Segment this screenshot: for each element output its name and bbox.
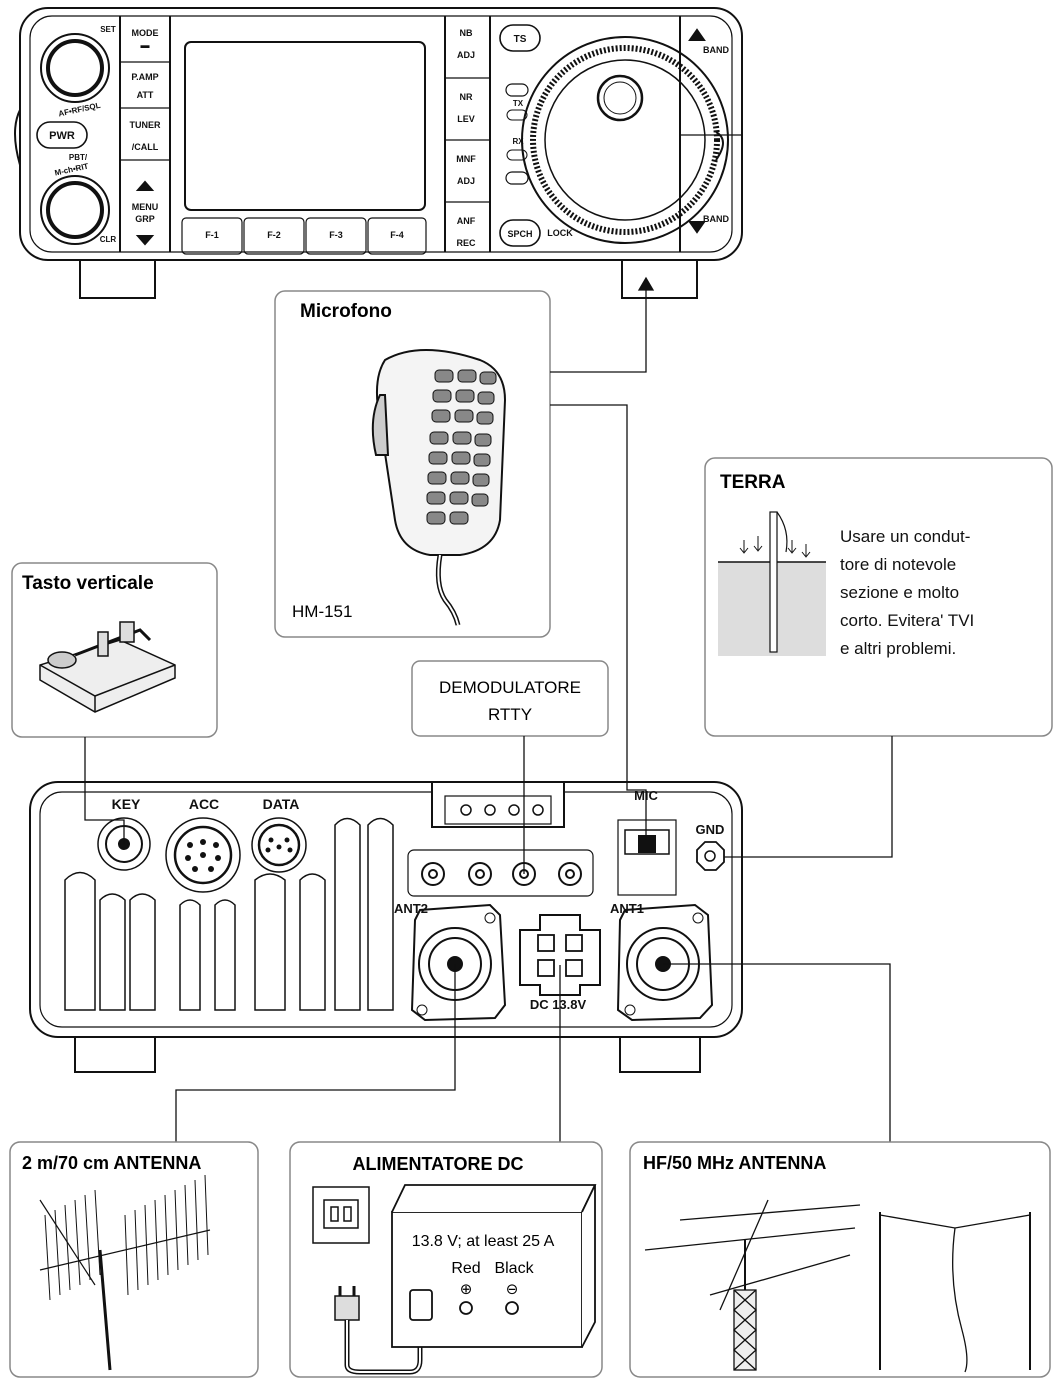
data-jack-label: DATA bbox=[263, 796, 300, 812]
power-supply-rating: 13.8 V; at least 25 A bbox=[412, 1233, 555, 1250]
acc-jack-label: ACC bbox=[189, 796, 219, 812]
ground-text-line-3: sezione e molto bbox=[840, 583, 959, 602]
demodulator-line-2: RTTY bbox=[488, 705, 532, 724]
nr-button[interactable]: NR bbox=[460, 92, 473, 102]
pbt-label: PBT/ bbox=[69, 153, 88, 162]
band-up-button[interactable]: BAND bbox=[703, 45, 729, 55]
front-panel bbox=[15, 8, 742, 298]
vhf-uhf-antenna-box: 2 m/70 cm ANTENNA bbox=[10, 1142, 258, 1377]
svg-text:▬: ▬ bbox=[141, 40, 150, 50]
grp-label: GRP bbox=[135, 214, 155, 224]
mode-button[interactable]: MODE bbox=[132, 28, 159, 38]
anf-button[interactable]: ANF bbox=[457, 216, 476, 226]
mnf-adj-label: ADJ bbox=[457, 176, 475, 186]
plus-terminal-symbol: ⊕ bbox=[460, 1281, 473, 1298]
pamp-button[interactable]: P.AMP bbox=[131, 72, 158, 82]
tuner-button[interactable]: TUNER bbox=[130, 120, 161, 130]
menu-button[interactable]: MENU bbox=[132, 202, 159, 212]
microphone-title: Microfono bbox=[300, 301, 392, 322]
f2-button[interactable]: F-2 bbox=[267, 230, 281, 240]
rear-panel bbox=[30, 782, 742, 1072]
call-label: /CALL bbox=[132, 142, 159, 152]
gnd-terminal-label: GND bbox=[696, 822, 725, 837]
ant2-connector-label: ANT2 bbox=[394, 901, 428, 916]
key-title: Tasto verticale bbox=[22, 573, 154, 594]
mnf-button[interactable]: MNF bbox=[456, 154, 476, 164]
demodulator-line-1: DEMODULATORE bbox=[439, 678, 581, 697]
nb-button[interactable]: NB bbox=[460, 28, 473, 38]
tx-indicator: TX bbox=[513, 99, 524, 108]
f3-button[interactable]: F-3 bbox=[329, 230, 343, 240]
minus-terminal-symbol: ⊖ bbox=[506, 1281, 519, 1298]
red-terminal-label: Red bbox=[451, 1260, 480, 1277]
rec-label: REC bbox=[456, 238, 476, 248]
ground-title: TERRA bbox=[720, 472, 786, 493]
rx-indicator: RX bbox=[512, 137, 524, 146]
key-jack-label: KEY bbox=[112, 796, 141, 812]
microphone-model: HM-151 bbox=[292, 602, 352, 621]
dc-power-supply-box: ALIMENTATORE DC 13.8 V; at least 25 A Re… bbox=[290, 1142, 602, 1377]
ground-text-line-4: corto. Evitera' TVI bbox=[840, 611, 974, 630]
black-terminal-label: Black bbox=[494, 1260, 534, 1277]
rtty-demodulator-box: DEMODULATORE RTTY bbox=[412, 661, 608, 736]
ant1-connector-label: ANT1 bbox=[610, 901, 644, 916]
nb-adj-label: ADJ bbox=[457, 50, 475, 60]
band-down-button[interactable]: BAND bbox=[703, 214, 729, 224]
dc-connector-label: DC 13.8V bbox=[530, 997, 587, 1012]
nr-lev-label: LEV bbox=[457, 114, 475, 124]
f1-button[interactable]: F-1 bbox=[205, 230, 219, 240]
att-label: ATT bbox=[137, 90, 154, 100]
ts-button[interactable]: TS bbox=[514, 34, 527, 45]
hf-antenna-box: HF/50 MHz ANTENNA bbox=[630, 1142, 1050, 1377]
spch-button[interactable]: SPCH bbox=[507, 229, 532, 239]
f4-button[interactable]: F-4 bbox=[390, 230, 404, 240]
ground-text-line-1: Usare un condut- bbox=[840, 527, 970, 546]
clr-label: CLR bbox=[100, 235, 117, 244]
ground-text-line-5: e altri problemi. bbox=[840, 639, 956, 658]
lock-label: LOCK bbox=[547, 228, 573, 238]
key-box: Tasto verticale bbox=[12, 563, 217, 737]
microphone-box: Microfono HM-151 bbox=[275, 291, 550, 637]
ground-text-line-2: tore di notevole bbox=[840, 555, 956, 574]
pwr-button[interactable]: PWR bbox=[49, 130, 75, 142]
ground-box: TERRA Usare un condut- tore di notevole … bbox=[705, 458, 1052, 736]
set-label: SET bbox=[100, 25, 116, 34]
vhf-antenna-title: 2 m/70 cm ANTENNA bbox=[22, 1153, 201, 1173]
power-supply-title: ALIMENTATORE DC bbox=[353, 1154, 524, 1174]
hf-antenna-title: HF/50 MHz ANTENNA bbox=[643, 1153, 826, 1173]
